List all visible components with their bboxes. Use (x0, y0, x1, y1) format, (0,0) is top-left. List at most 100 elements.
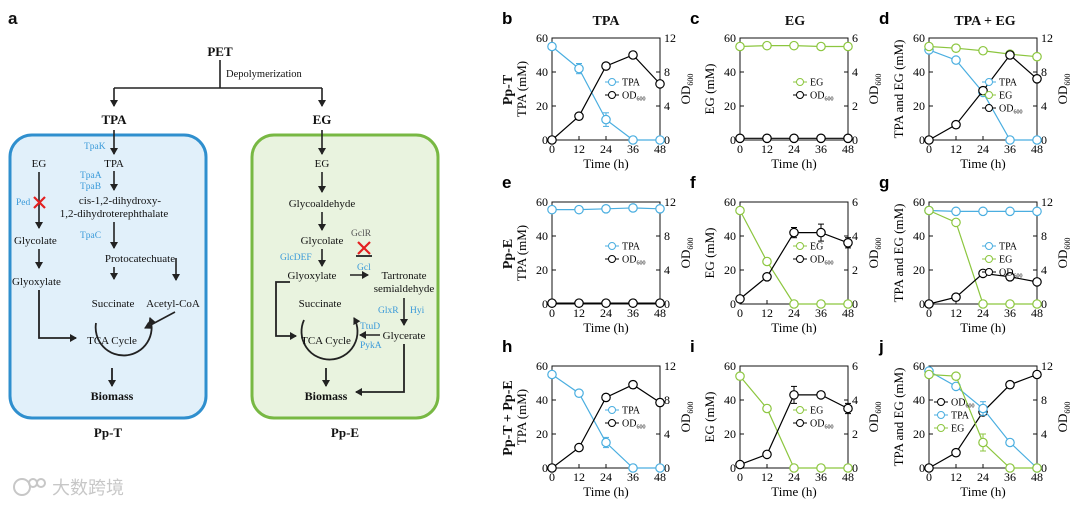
legend-label: OD600 (622, 255, 645, 267)
data-point (628, 379, 638, 390)
regulator-gclr: GclR (351, 229, 372, 239)
x-tick-label: 36 (1004, 142, 1016, 156)
x-tick-label: 48 (654, 470, 666, 484)
node-acetyl-coa: Acetyl-CoA (146, 298, 200, 310)
data-point (547, 298, 557, 308)
series-od600 (547, 379, 665, 473)
legend-tpa: TPA (605, 242, 641, 253)
legend-marker (796, 91, 804, 99)
y-tick-label-left: 20 (913, 427, 925, 441)
y-tick-label-left: 40 (724, 393, 736, 407)
legend-marker (985, 268, 993, 276)
data-point (1032, 74, 1042, 84)
x-axis-title: Time (h) (960, 156, 1005, 171)
y-tick-label-left: 20 (724, 99, 736, 113)
legend-eg: EG (793, 406, 823, 417)
data-point (924, 299, 934, 309)
strain-pp-e: Pp-E (331, 425, 359, 440)
node-cis-line1: cis-1,2-dihydroxy- (79, 195, 162, 207)
data-point (547, 463, 557, 473)
y-tick-label-left: 40 (724, 229, 736, 243)
watermark: 大数跨境 (13, 478, 124, 498)
data-point (735, 205, 745, 216)
y-tick-label-right: 12 (664, 195, 676, 209)
row-label-pp-t-pp-e: Pp-T + Pp-E (501, 380, 516, 455)
node-tartronate-line1: Tartronate (381, 270, 426, 282)
legend-tpa: TPA (605, 78, 641, 89)
y-tick-label-right: 4 (664, 427, 670, 441)
x-tick-label: 24 (977, 470, 989, 484)
y-tick-label-right: 0 (1041, 461, 1047, 475)
od-subscript: 600 (874, 238, 883, 250)
y-axis-title-left: EG (mM) (702, 392, 717, 443)
y-tick-label-right: 4 (664, 263, 670, 277)
legend-od-subscript: 600 (636, 261, 645, 267)
x-tick-label: 12 (761, 142, 773, 156)
y-tick-label-left: 40 (536, 393, 548, 407)
legend-eg: EG (793, 78, 823, 89)
legend-label: TPA (622, 406, 641, 417)
y-axis-title-left: TPA and EG (mM) (891, 368, 906, 467)
x-tick-label: 48 (842, 142, 854, 156)
y-axis-title-left: TPA and EG (mM) (891, 40, 906, 139)
data-point (843, 41, 853, 52)
enzyme-ped: Ped (16, 198, 31, 208)
data-point (547, 204, 557, 215)
y-tick-label-left: 20 (913, 99, 925, 113)
y-tick-label-left: 40 (913, 229, 925, 243)
data-point (1032, 299, 1042, 309)
y-tick-label-left: 40 (724, 65, 736, 79)
y-tick-label-right: 0 (852, 297, 858, 311)
legend-marker (985, 78, 993, 86)
data-point (574, 204, 584, 215)
legend-label: OD600 (810, 419, 833, 431)
y-tick-label-right: 4 (664, 99, 670, 113)
y-axis-title-left: TPA (mM) (514, 225, 529, 281)
y-tick-label-right: 8 (1041, 393, 1047, 407)
data-point (547, 135, 557, 145)
y-tick-label-right: 8 (1041, 65, 1047, 79)
x-tick-label: 36 (627, 142, 639, 156)
data-point (655, 79, 665, 89)
y-tick-label-right: 4 (852, 229, 858, 243)
node-glycoaldehyde: Glycoaldehyde (289, 198, 356, 210)
data-point (789, 133, 799, 144)
legend-tpa: TPA (982, 78, 1018, 89)
node-tartronate-line2: semialdehyde (374, 283, 435, 295)
data-point (924, 135, 934, 145)
panel-label-d: d (879, 9, 889, 28)
legend-marker (608, 406, 616, 414)
x-tick-label: 0 (926, 306, 932, 320)
y-tick-label-left: 60 (913, 31, 925, 45)
series-eg (924, 369, 1042, 473)
y-tick-label-left: 60 (913, 195, 925, 209)
data-point (762, 403, 772, 414)
data-point (735, 41, 745, 52)
x-tick-label: 12 (950, 142, 962, 156)
y-tick-label-right: 0 (664, 133, 670, 147)
legend-od-subscript: 600 (1013, 274, 1022, 280)
series-od600 (735, 133, 853, 144)
y-tick-label-right: 2 (852, 427, 858, 441)
node-succinate-left: Succinate (92, 298, 135, 310)
enzyme-glcdef: GlcDEF (280, 253, 312, 263)
y-axis-title-right: OD600 (678, 74, 695, 105)
series-line (928, 209, 1037, 305)
legend-od-subscript: 600 (636, 425, 645, 431)
pp-t-cell-box (8, 133, 208, 420)
legend-label: OD600 (810, 255, 833, 267)
knockout-cross-ped (33, 196, 46, 209)
enzyme-tpak: TpaK (84, 142, 106, 152)
y-axis-title-right: OD600 (1055, 238, 1072, 269)
node-protocatechuate: Protocatechuate (105, 253, 175, 265)
watermark-text: 大数跨境 (52, 478, 124, 498)
x-tick-label: 48 (1031, 306, 1043, 320)
data-point (601, 114, 611, 125)
y-tick-label-left: 20 (913, 263, 925, 277)
data-point (655, 463, 665, 473)
data-point (574, 388, 584, 398)
